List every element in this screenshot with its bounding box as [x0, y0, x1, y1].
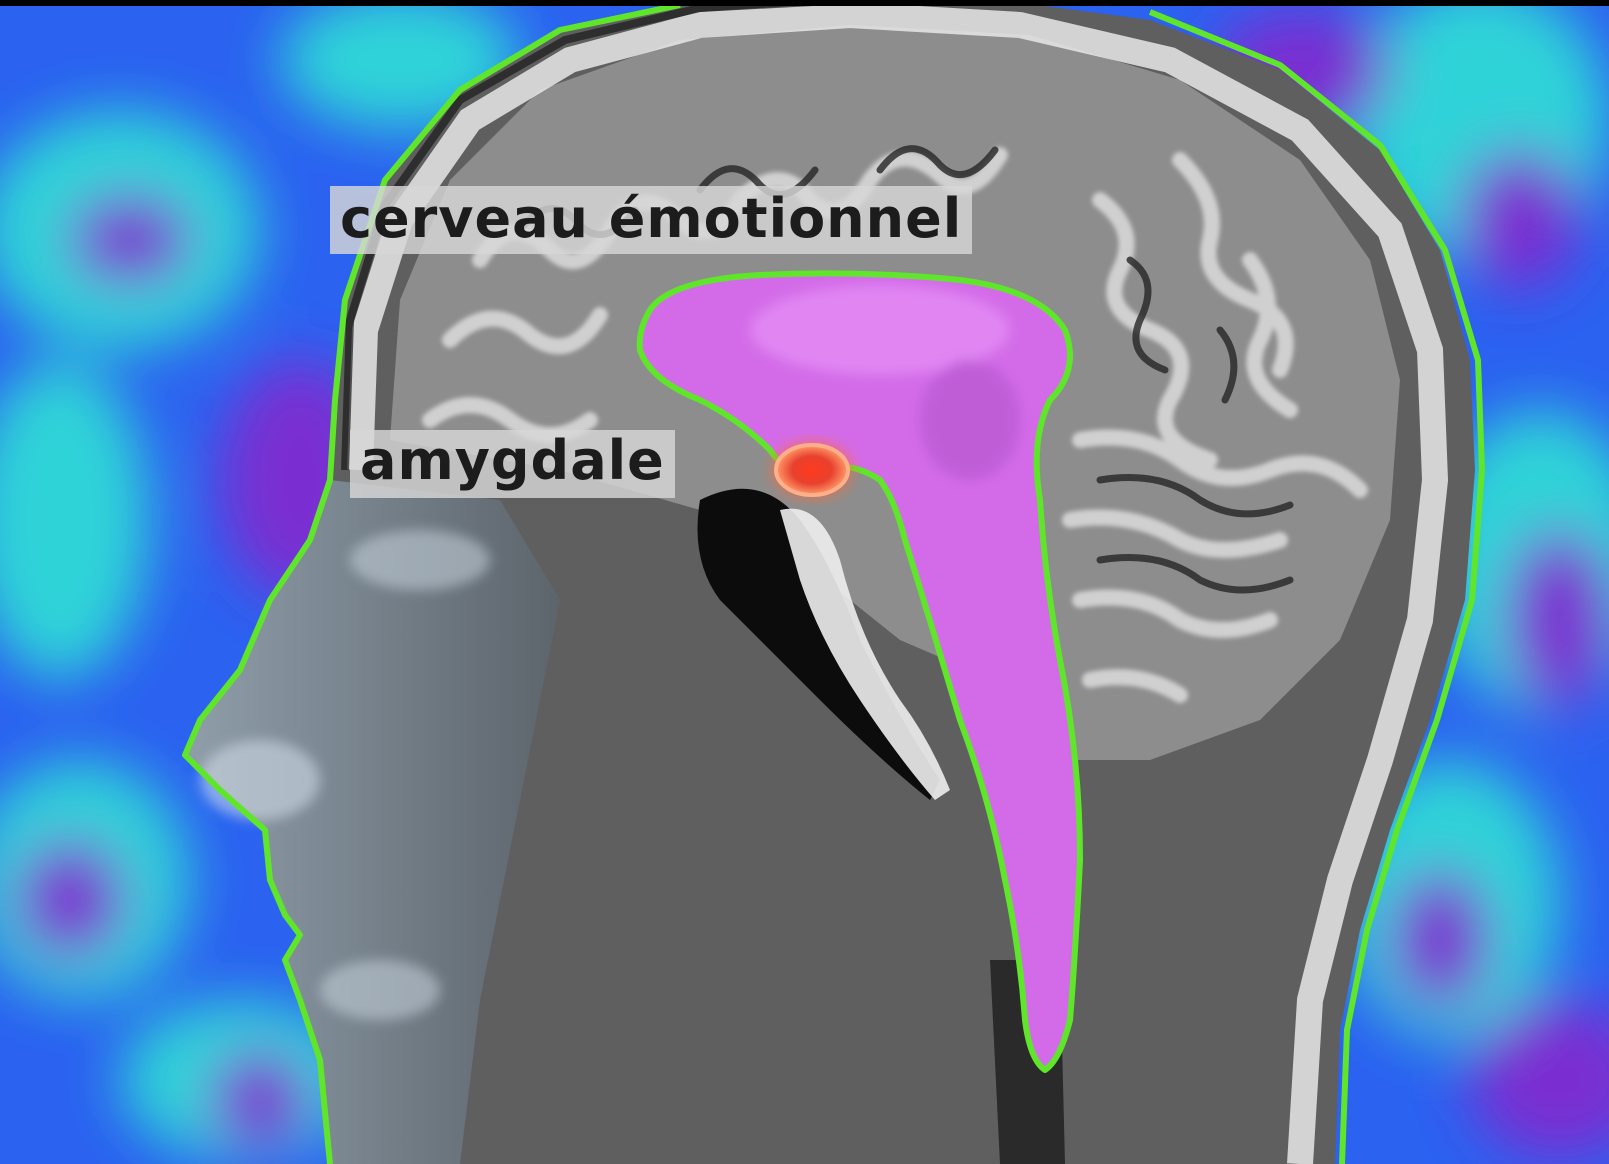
amygdala-marker	[770, 440, 854, 500]
label-amygdala: amygdale	[350, 430, 675, 498]
label-emotional-brain: cerveau émotionnel	[330, 186, 972, 254]
